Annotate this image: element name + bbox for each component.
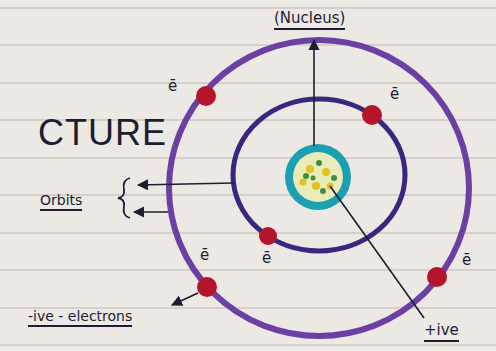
electron-label: ē bbox=[168, 78, 177, 95]
paper-lines bbox=[0, 8, 496, 345]
electron-label: ē bbox=[390, 86, 399, 103]
electrons-label: -ive - electrons bbox=[28, 308, 132, 327]
inner-orbit bbox=[233, 99, 405, 251]
heading-fragment: CTURE bbox=[38, 112, 167, 153]
electron-label: ē bbox=[200, 247, 209, 264]
outer-orbit bbox=[169, 40, 469, 336]
leader-lines bbox=[118, 40, 424, 318]
electrons bbox=[196, 86, 447, 297]
electron-label: ē bbox=[462, 252, 471, 269]
electron-label: ē bbox=[262, 250, 271, 267]
nucleus bbox=[285, 144, 351, 210]
positive-label: +ive bbox=[424, 322, 459, 342]
nucleus-label: (Nucleus) bbox=[274, 10, 345, 30]
orbits-label: Orbits bbox=[40, 192, 82, 211]
